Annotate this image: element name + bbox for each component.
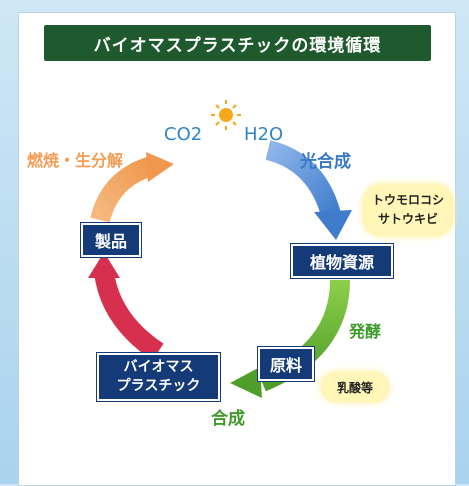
combustion-arrow	[90, 156, 156, 223]
combustion-label: 燃焼・生分解	[27, 151, 124, 170]
bioplastic-box: バイオマス プラスチック	[97, 353, 220, 401]
fermentation-label: 発酵	[349, 322, 382, 341]
photosynthesis-arrow-head	[314, 210, 352, 240]
diagram-title: バイオマスプラスチックの環境循環	[44, 25, 431, 61]
product-box: 製品	[81, 223, 141, 257]
lactic-acid-note: 乳酸等	[323, 374, 387, 400]
synthesis-label: 合成	[211, 409, 245, 429]
photosynthesis-arrow	[265, 140, 342, 221]
combustion-arrow-head	[146, 152, 174, 182]
crops-note: トウモロコシ サトウキビ	[365, 186, 451, 234]
sun-icon	[211, 100, 241, 130]
product-arrow-head	[88, 252, 120, 278]
photosynthesis-label: 光合成	[300, 152, 351, 172]
raw-material-box: 原料	[258, 347, 314, 381]
co2-label: CO2	[164, 124, 203, 145]
product-arrow	[94, 270, 164, 361]
plant-resource-box: 植物資源	[291, 244, 393, 278]
synthesis-arrow-head	[230, 367, 262, 398]
h2o-label: H2O	[244, 124, 284, 145]
